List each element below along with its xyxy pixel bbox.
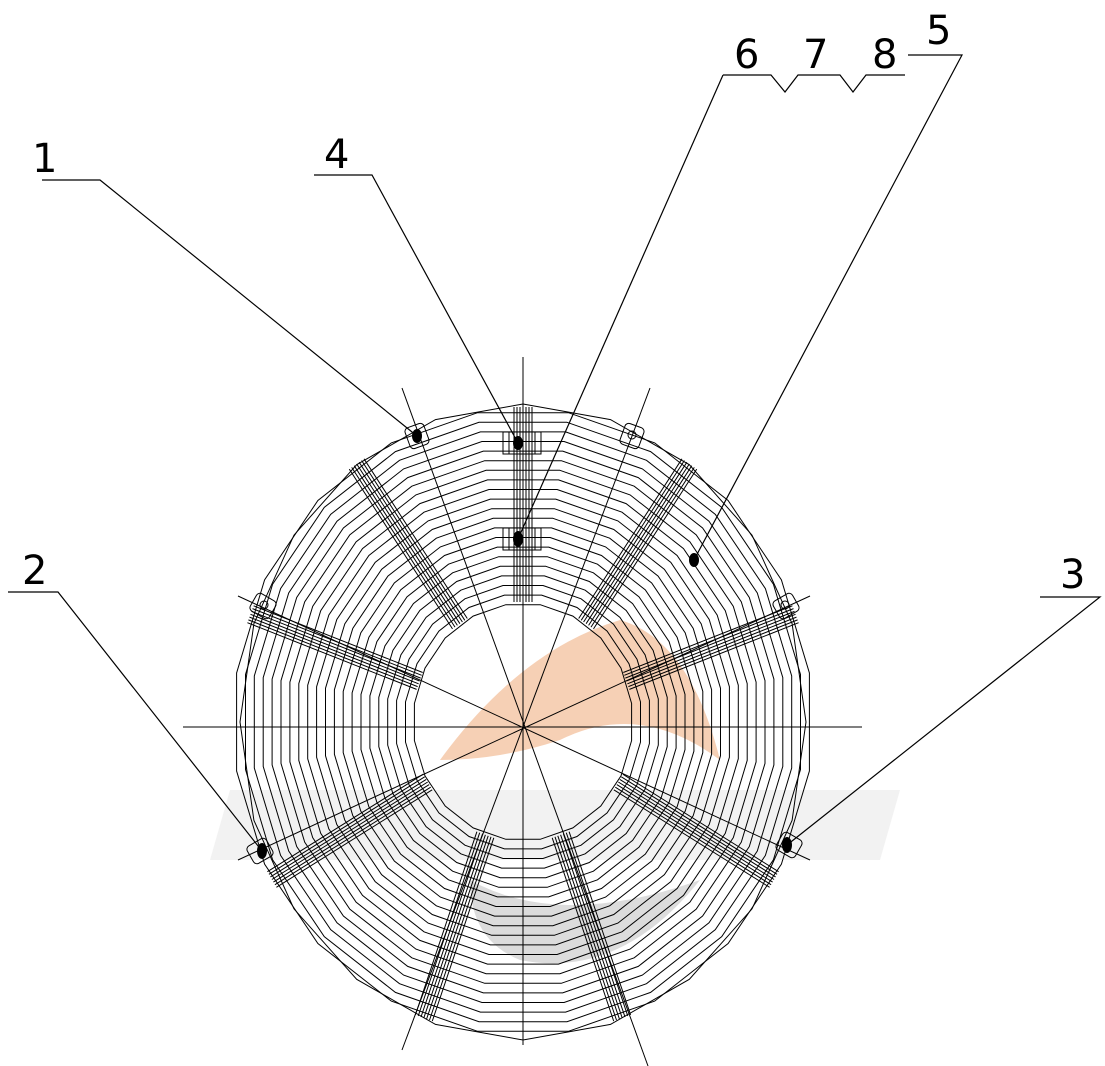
spoke-wire: [619, 778, 776, 878]
spoke-wire: [622, 773, 779, 873]
spoke-wire: [267, 773, 424, 873]
guard-ring: [289, 469, 757, 975]
spoke-wire: [276, 789, 433, 888]
spoke-wire: [629, 622, 799, 690]
spoke-wire: [351, 467, 456, 628]
spoke-wire: [417, 832, 481, 1017]
guard-ring: [280, 460, 766, 984]
callout-4: 4: [324, 132, 349, 178]
spoke-wire: [353, 465, 458, 626]
spoke-wire: [565, 832, 629, 1017]
spoke-wire: [253, 605, 423, 673]
spoke-wire: [268, 776, 425, 875]
spoke-wire: [580, 460, 685, 621]
spoke-wire: [429, 836, 492, 1021]
spoke-wire: [420, 833, 484, 1018]
guard-ring: [236, 412, 810, 1032]
spoke-wire: [585, 463, 690, 624]
spoke-wire: [615, 786, 772, 886]
spoke-wire: [431, 837, 495, 1022]
callout-labels: 1 4 2 3 5 6 7 8: [22, 8, 1085, 598]
mount-tabs: [246, 422, 803, 865]
guard-ring: [396, 585, 650, 859]
spoke-wire: [414, 831, 478, 1016]
guard-ring: [413, 604, 633, 840]
guard-ring: [298, 479, 748, 965]
spoke-wire: [578, 458, 683, 619]
spoke-wire: [618, 781, 775, 880]
spoke-wire: [616, 784, 773, 883]
callout-5: 5: [926, 8, 951, 54]
spoke-wire: [557, 835, 620, 1020]
spoke-wire: [358, 461, 463, 623]
spoke-wire: [590, 467, 695, 628]
callout-1: 1: [32, 136, 57, 182]
spoke-wire: [250, 613, 420, 682]
spoke-wire: [626, 613, 796, 682]
callout-3: 3: [1060, 552, 1085, 598]
guard-spokes: [247, 407, 799, 1022]
guard-ring: [378, 565, 668, 879]
spoke-wire: [426, 835, 489, 1020]
spoke-wire: [627, 616, 797, 685]
spoke-wire: [551, 837, 615, 1022]
guard-ring: [245, 421, 801, 1023]
guard-ring: [271, 450, 775, 994]
spoke-wire: [248, 619, 418, 688]
guard-ring: [387, 575, 659, 869]
spoke-wire: [624, 608, 794, 676]
spoke-wire: [273, 784, 430, 883]
callout-2: 2: [22, 548, 47, 594]
spoke-wire: [249, 616, 419, 685]
spoke-wire: [625, 610, 795, 679]
spoke-wire: [251, 610, 421, 679]
spoke-wire: [583, 461, 688, 623]
spoke-wire: [621, 776, 778, 875]
guard-ring: [405, 594, 641, 850]
spoke-wire: [356, 463, 461, 624]
guard-ring: [307, 489, 739, 955]
spoke-wire: [568, 831, 632, 1016]
callout-7: 7: [803, 32, 828, 78]
callout-6: 6: [734, 32, 759, 78]
spoke-wire: [274, 786, 431, 886]
guard-ring: [262, 441, 784, 1003]
spoke-wire: [623, 605, 793, 673]
spoke-wire: [562, 833, 626, 1018]
spoke-wire: [271, 781, 428, 880]
guard-ring: [369, 556, 677, 888]
spoke-wire: [361, 460, 466, 621]
callout-8: 8: [872, 32, 897, 78]
spoke-wire: [363, 458, 468, 619]
spoke-wire: [247, 622, 417, 690]
watermark-logo: [210, 620, 900, 964]
spoke-wire: [560, 834, 623, 1019]
spoke-clamps: [502, 431, 542, 551]
spoke-wire: [423, 834, 486, 1019]
spoke-wire: [588, 465, 693, 626]
guard-ring: [253, 431, 793, 1013]
leader-lines: [8, 54, 1102, 852]
spoke-wire: [348, 468, 453, 630]
spoke-wire: [628, 619, 798, 688]
outer-rim: [239, 403, 807, 1041]
spoke-wire: [613, 789, 770, 888]
spoke-wire: [270, 778, 427, 878]
spoke-wire: [252, 608, 422, 676]
spoke-wire: [593, 468, 698, 630]
spoke-wire: [554, 836, 617, 1021]
